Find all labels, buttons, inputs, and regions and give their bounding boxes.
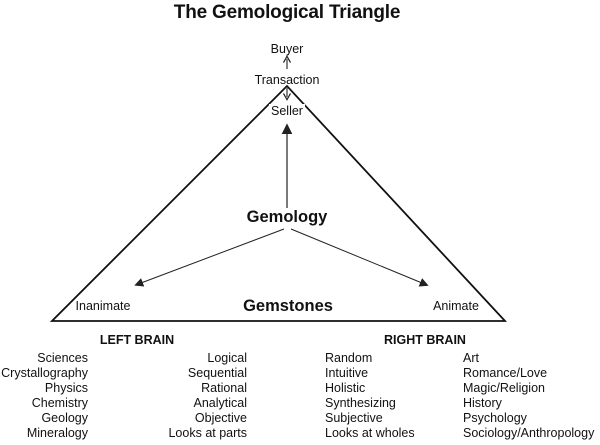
list-item: Analytical (193, 396, 248, 410)
seller-label: Seller (269, 104, 305, 118)
list-item: Physics (44, 381, 88, 395)
list-item: Synthesizing (325, 396, 396, 410)
list-item: Crystallography (1, 366, 88, 380)
list-item: Looks at parts (168, 426, 247, 440)
animate-label: Animate (433, 299, 479, 313)
page-title: The Gemological Triangle (173, 2, 401, 23)
left-brain-header: LEFT BRAIN (99, 333, 175, 347)
list-item: Sequential (187, 366, 247, 380)
inanimate-label: Inanimate (75, 299, 131, 313)
list-item: Psychology (463, 411, 527, 425)
list-item: Romance/Love (463, 366, 548, 380)
list-item: Rational (201, 381, 247, 395)
list-item: Intuitive (325, 366, 369, 380)
list-item: Geology (41, 411, 88, 425)
list-item: Chemistry (31, 396, 88, 410)
list-item: Objective (194, 411, 247, 425)
list-item: Holistic (325, 381, 366, 395)
gemology-to-animate-arrow-icon (290, 228, 429, 287)
list-item: Magic/Religion (463, 381, 545, 395)
right-brain-header: RIGHT BRAIN (384, 333, 466, 347)
list-item: Random (325, 351, 373, 365)
list-item: Logical (207, 351, 247, 365)
buyer-label: Buyer (270, 42, 304, 56)
list-item: Subjective (325, 411, 383, 425)
gemstones-label: Gemstones (243, 297, 333, 315)
list-item: History (463, 396, 502, 410)
list-item: Art (463, 351, 479, 365)
triangle-outline-icon (49, 84, 508, 322)
gemology-to-inanimate-arrow-icon (134, 228, 285, 287)
transaction-label: Transaction (254, 73, 320, 87)
list-item: Sociology/Anthropology (463, 426, 595, 440)
list-item: Mineralogy (26, 426, 88, 440)
list-item: Looks at wholes (325, 426, 415, 440)
list-item: Sciences (37, 351, 88, 365)
gemology-label: Gemology (243, 208, 331, 227)
